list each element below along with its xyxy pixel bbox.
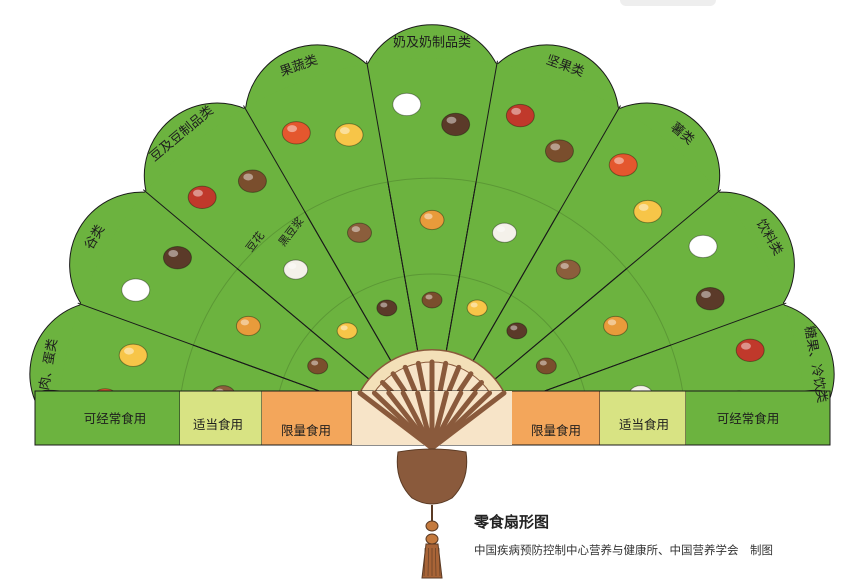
tassel-thread — [438, 547, 441, 577]
base-segment — [686, 391, 830, 445]
food-highlight — [351, 226, 361, 233]
tassel-thread — [435, 547, 437, 577]
food-illustration — [633, 199, 663, 224]
base-segment — [600, 391, 686, 445]
band-label-left-1: 适当食用 — [193, 417, 243, 432]
fan-spoke — [494, 189, 722, 380]
food-illustration — [735, 338, 765, 363]
food-illustration — [441, 112, 471, 137]
diagram-credit: 中国疾病预防控制中心营养与健康所、中国营养学会 制图 — [474, 543, 773, 557]
food-highlight — [193, 189, 203, 197]
band-label-left-2: 限量食用 — [281, 423, 331, 438]
food-highlight — [340, 325, 348, 331]
food-highlight — [240, 319, 250, 326]
food-highlight — [741, 342, 751, 350]
tassel-thread — [427, 547, 429, 577]
band-label-right-1: 适当食用 — [619, 417, 669, 432]
lobe-fill-cover — [58, 58, 806, 432]
handle-knot — [425, 520, 439, 532]
food-highlight — [550, 143, 561, 151]
fan-base — [34, 389, 831, 451]
food-illustration — [121, 278, 151, 302]
food-highlight — [425, 294, 433, 300]
fan-handle — [396, 448, 468, 579]
food-illustration — [603, 315, 629, 337]
food-illustration — [466, 299, 488, 317]
food-highlight — [424, 213, 433, 220]
base-segment — [262, 391, 352, 445]
band-boundary — [273, 273, 591, 433]
food-illustration — [506, 322, 528, 340]
food-highlight — [380, 302, 388, 308]
handle-bead — [425, 533, 439, 545]
food-highlight — [397, 96, 408, 104]
food-highlight — [701, 291, 711, 299]
band-label-right-0: 限量食用 — [531, 423, 581, 438]
food-illustration — [346, 222, 372, 243]
fan-spoke — [77, 302, 356, 405]
band-label-left-0: 可经常食用 — [84, 411, 147, 426]
food-highlight — [614, 157, 624, 165]
band-boundary — [177, 177, 687, 433]
category-label-4: 奶及奶制品类 — [393, 36, 471, 51]
food-highlight — [287, 125, 297, 133]
food-illustration — [237, 169, 267, 193]
fan-spoke — [366, 60, 419, 352]
food-highlight — [168, 250, 179, 258]
food-illustration — [421, 291, 443, 309]
food-illustration — [187, 185, 217, 209]
food-illustration — [695, 287, 725, 311]
food-highlight — [124, 347, 134, 355]
food-illustration — [544, 139, 574, 163]
food-illustration — [307, 357, 329, 375]
fan-spoke — [472, 105, 621, 362]
food-illustration — [688, 234, 718, 259]
food-highlight — [243, 173, 254, 181]
fan-spoke — [508, 302, 787, 405]
food-highlight — [446, 116, 457, 124]
food-highlight — [693, 238, 704, 246]
food-highlight — [510, 325, 518, 331]
food-illustration — [336, 322, 358, 340]
food-illustration — [283, 259, 309, 280]
food-highlight — [511, 107, 522, 115]
fan-spoke — [142, 189, 370, 380]
hub-rib-lower — [429, 390, 507, 451]
fan-spoke — [243, 105, 392, 362]
base-segment — [512, 391, 600, 445]
food-illustration — [376, 299, 398, 317]
food-highlight — [560, 262, 569, 269]
band-label-right-2: 可经常食用 — [717, 411, 780, 426]
food-illustration — [492, 222, 518, 243]
food-highlight — [126, 282, 137, 290]
food-highlight — [638, 203, 649, 211]
food-illustration — [505, 103, 535, 128]
food-highlight — [339, 127, 350, 135]
food-illustration — [281, 121, 311, 145]
food-highlight — [607, 319, 617, 326]
fan-spoke — [445, 60, 498, 352]
food-highlight — [287, 262, 297, 269]
food-highlight — [311, 360, 319, 366]
base-segment — [35, 391, 180, 445]
food-illustration — [235, 315, 261, 337]
food-illustration — [334, 123, 364, 147]
food-illustration — [555, 259, 581, 280]
food-illustration — [162, 246, 192, 270]
base-outline — [34, 390, 831, 446]
food-highlight — [539, 360, 547, 366]
food-illustration — [419, 209, 445, 231]
food-illustration — [392, 92, 422, 117]
tassel-thread — [423, 547, 426, 577]
base-segment — [180, 391, 262, 445]
handle-grip — [396, 448, 468, 505]
food-illustration — [608, 153, 638, 177]
food-illustration — [118, 343, 148, 367]
top-corner-card — [620, 0, 716, 6]
food-highlight — [496, 226, 506, 233]
diagram-title: 零食扇形图 — [474, 513, 550, 531]
food-illustration — [535, 357, 557, 375]
food-highlight — [470, 302, 478, 308]
